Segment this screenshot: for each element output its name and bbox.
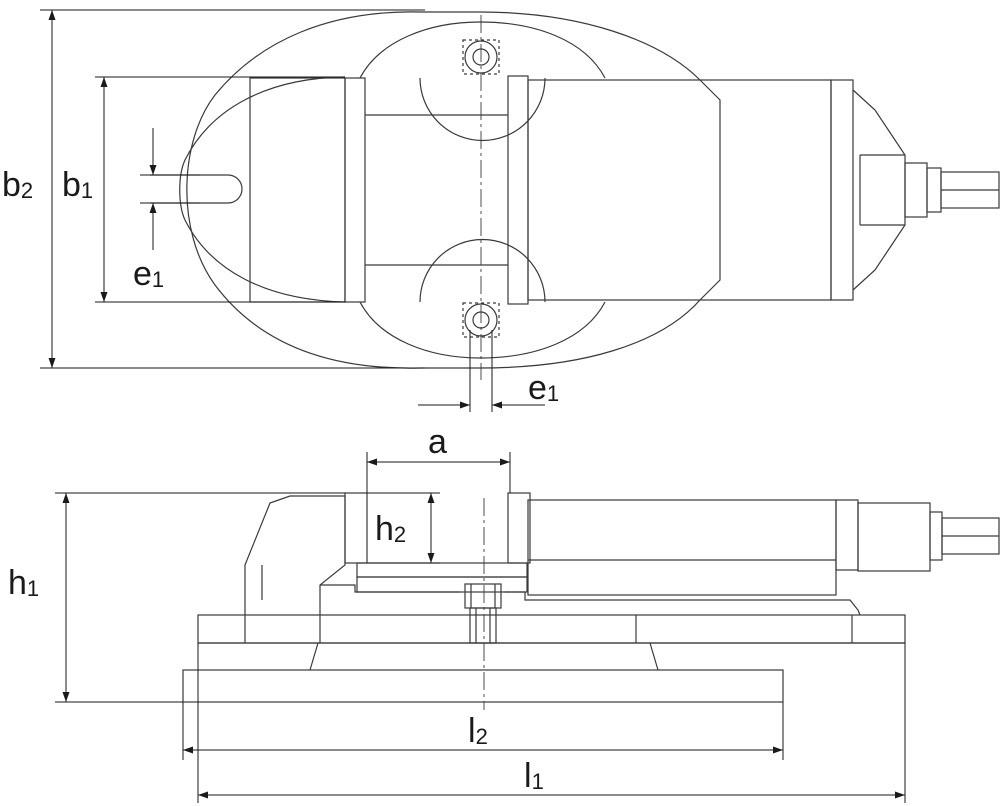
label-b1: b1: [62, 166, 93, 204]
turntable-arc-bottom: [359, 301, 606, 359]
base-outline-top: [186, 11, 721, 369]
fixed-jaw-body-side: [244, 495, 346, 615]
fixed-jaw-plate-side: [344, 492, 368, 564]
label-l2: l2: [468, 712, 488, 750]
label-l1: l1: [524, 757, 544, 795]
label-b2: b2: [2, 166, 33, 204]
label-h1: h1: [8, 564, 39, 602]
top-dimensions: [40, 9, 545, 412]
body-side: [527, 499, 837, 596]
turntable-arc-top: [359, 21, 606, 79]
fixed-jaw-plate: [344, 77, 366, 303]
label-a: a: [428, 423, 447, 461]
top-view: [150, 11, 1000, 380]
fixed-jaw-top: [249, 77, 346, 303]
label-e1-left: e1: [133, 255, 164, 293]
body-top: [527, 79, 832, 301]
base-plate-side: [182, 669, 784, 703]
spindle-top: [904, 162, 928, 218]
swivel-base-side: [197, 614, 906, 644]
label-h2: h2: [375, 510, 406, 548]
side-dimensions: [55, 452, 906, 803]
moving-jaw-plate-top: [507, 75, 529, 305]
side-view: [182, 492, 1000, 710]
spindle-side: [929, 511, 943, 561]
slot-left: [150, 174, 243, 204]
dimension-labels: b2 b1 e1 e1 a h2 h1 l2 l1: [2, 166, 559, 795]
base-inner-top: [179, 76, 346, 303]
label-e1-bottom: e1: [528, 369, 559, 407]
moving-jaw-plate-side: [507, 492, 531, 564]
